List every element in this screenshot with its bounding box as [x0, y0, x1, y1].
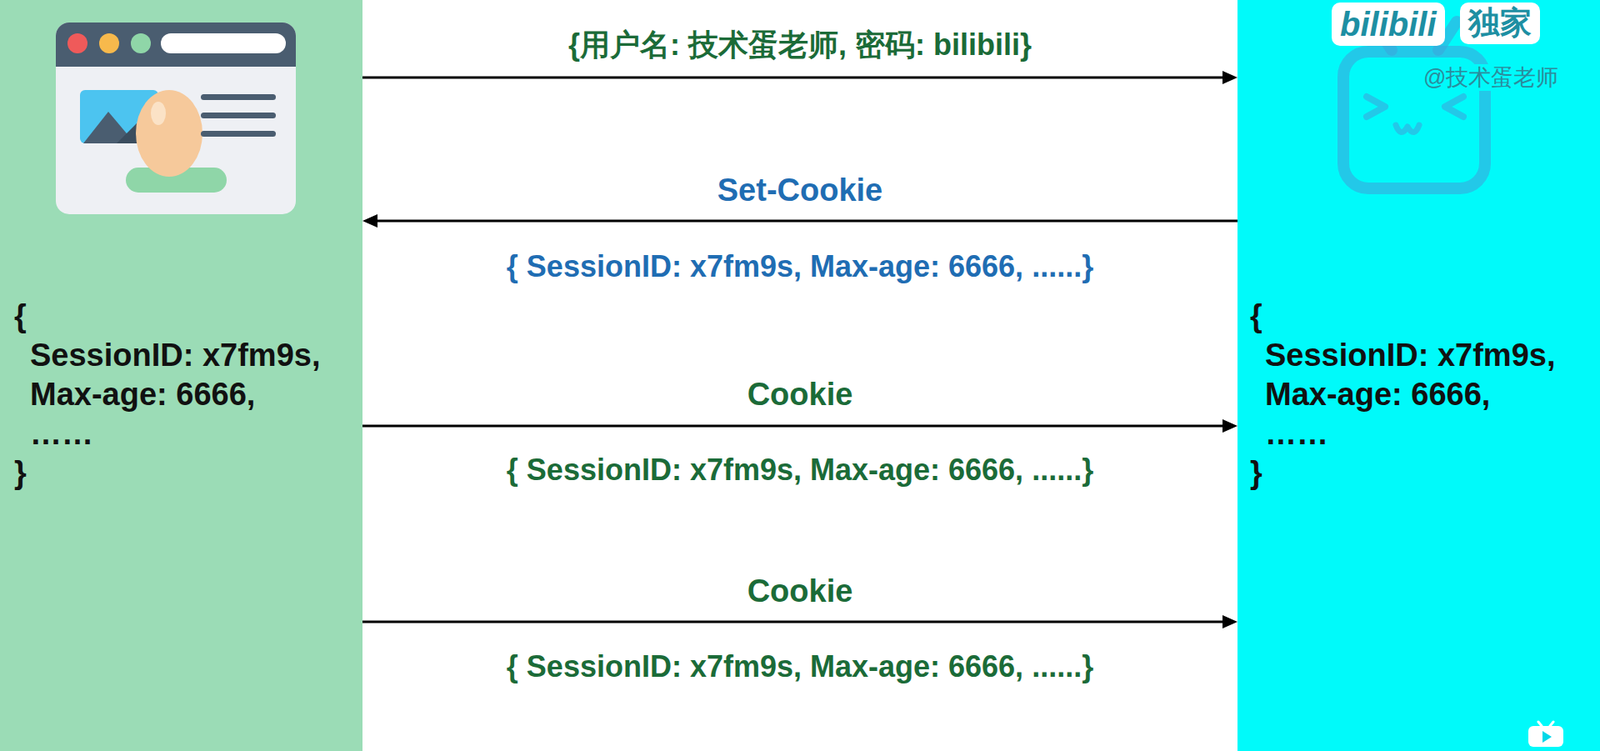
- request-arrow: [362, 419, 1238, 433]
- session-field: ……: [30, 414, 94, 454]
- watermark-author: @技术蛋老师: [1420, 64, 1562, 91]
- watermark-badge: 独家: [1460, 2, 1540, 45]
- request-arrow: [362, 70, 1238, 85]
- player-icon: [1525, 720, 1567, 749]
- session-field: {: [14, 296, 27, 336]
- arrow-label: Cookie: [747, 375, 854, 415]
- cookie-payload: { SessionID: x7fm9s, Max-age: 6666, ....…: [506, 451, 1094, 488]
- cookie-payload: { SessionID: x7fm9s, Max-age: 6666, ....…: [506, 648, 1094, 685]
- browser-illustration: [0, 0, 363, 250]
- request-arrow: [362, 615, 1238, 629]
- cookie-payload: { SessionID: x7fm9s, Max-age: 6666, ....…: [506, 248, 1094, 285]
- arrow-label: Cookie: [747, 572, 854, 611]
- session-field: }: [1250, 453, 1263, 493]
- session-field: ……: [1265, 414, 1329, 454]
- session-field: }: [14, 453, 27, 493]
- arrow-label: {用户名: 技术蛋老师, 密码: bilibili}: [568, 26, 1032, 63]
- session-field: Max-age: 6666,: [30, 375, 255, 415]
- arrow-label: Set-Cookie: [717, 171, 883, 210]
- session-field: SessionID: x7fm9s,: [30, 335, 320, 375]
- session-field: {: [1250, 296, 1263, 336]
- watermark-logo: bilibili: [1331, 2, 1445, 46]
- browser-panel: {SessionID: x7fm9s,Max-age: 6666,……}: [0, 0, 363, 751]
- session-field: Max-age: 6666,: [1265, 375, 1490, 415]
- request-arrow: [362, 214, 1238, 228]
- server-panel-ground: [1237, 0, 1600, 751]
- server-panel: {SessionID: x7fm9s,Max-age: 6666,……}: [1237, 0, 1600, 751]
- session-field: SessionID: x7fm9s,: [1265, 335, 1555, 375]
